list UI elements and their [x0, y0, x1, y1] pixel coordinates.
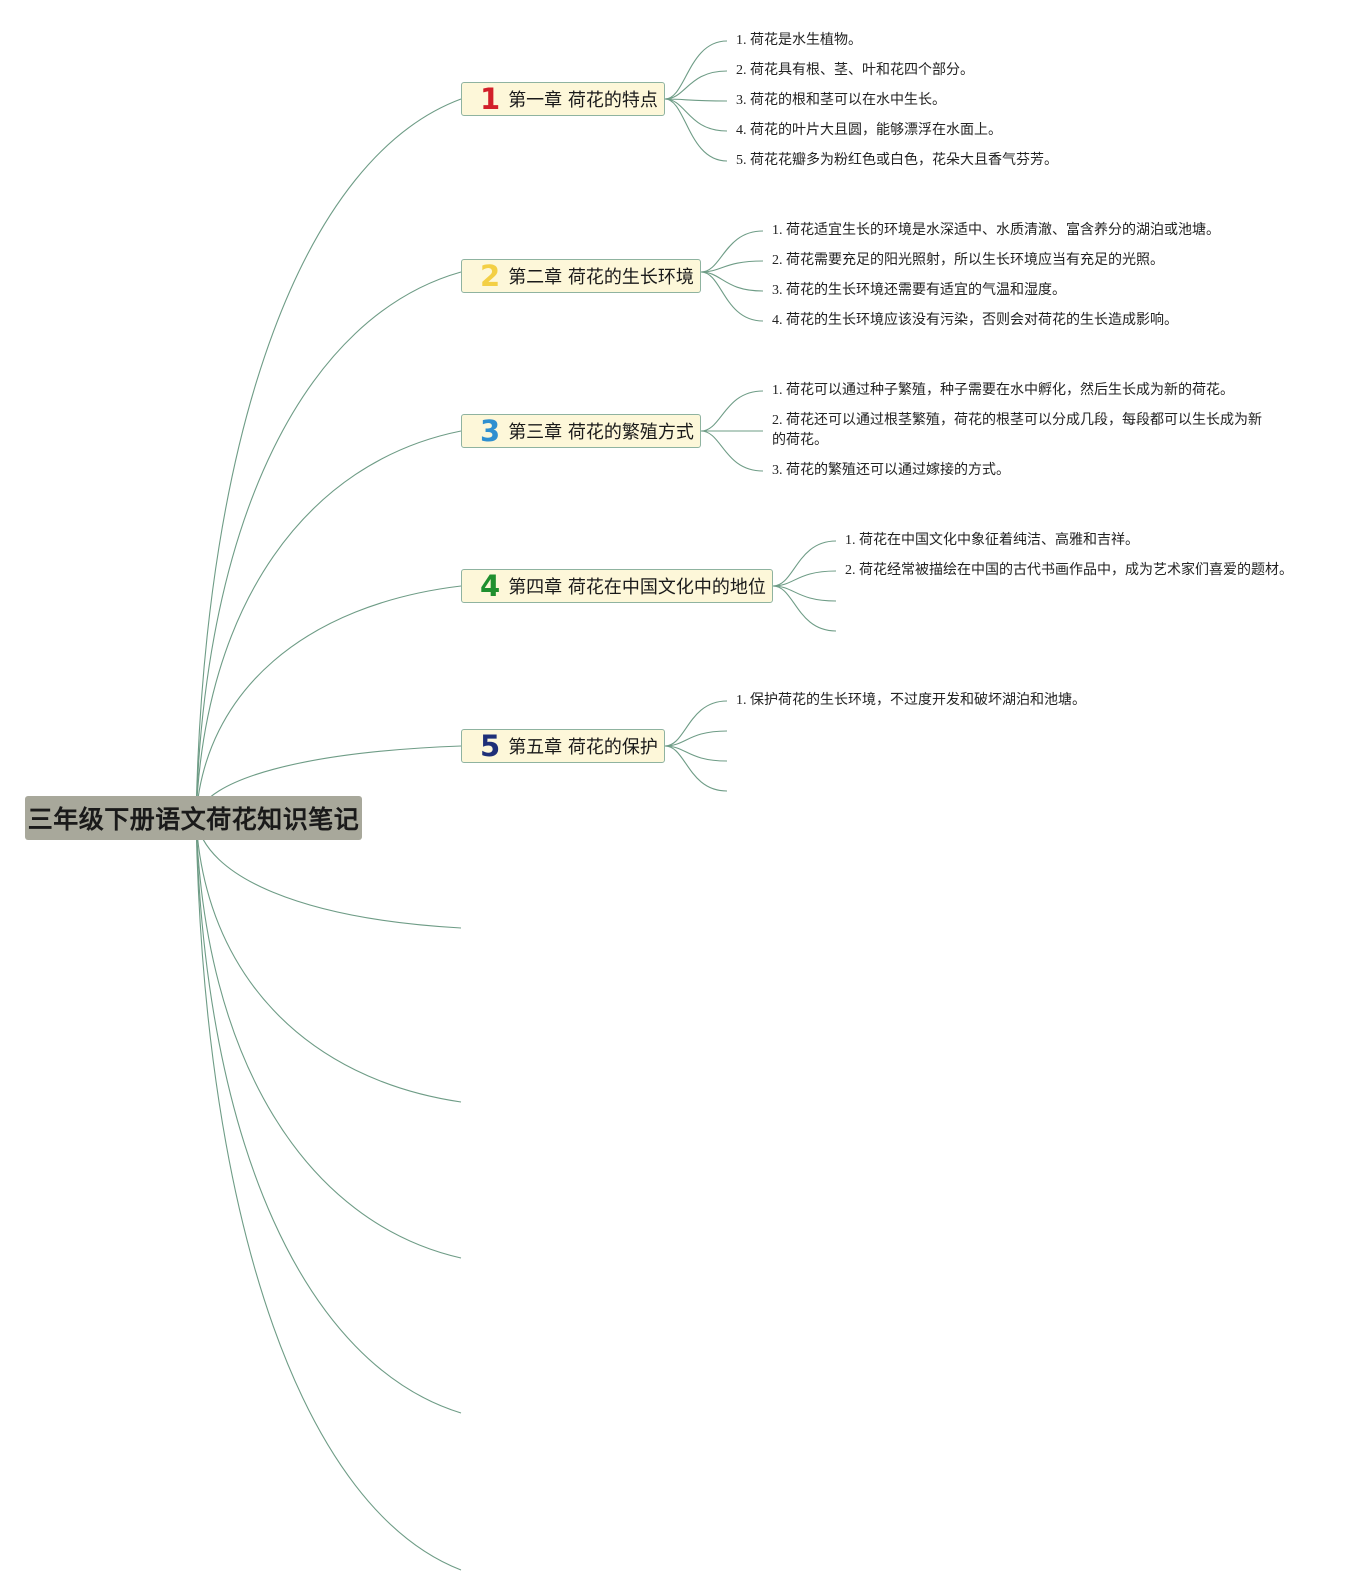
topic-label: 第三章 荷花的繁殖方式: [508, 422, 694, 443]
note-3-2[interactable]: 2. 荷花还可以通过根茎繁殖，荷花的根茎可以分成几段，每段都可以生长成为新的荷花…: [772, 413, 1262, 448]
number-4-icon: 4: [480, 568, 501, 603]
note-2-1[interactable]: 1. 荷花适宜生长的环境是水深适中、水质清澈、富含养分的湖泊或池塘。: [772, 223, 1220, 238]
note-2-4[interactable]: 4. 荷花的生长环境应该没有污染，否则会对荷花的生长造成影响。: [772, 313, 1178, 328]
topic-label: 第四章 荷花在中国文化中的地位: [508, 577, 766, 598]
note-connector-4-1: [772, 540, 837, 587]
note-connector-2-2: [700, 260, 764, 273]
note-1-4[interactable]: 4. 荷花的叶片大且圆，能够漂浮在水面上。: [736, 123, 1002, 138]
note-connector-5-1: [664, 700, 728, 747]
note-4-2[interactable]: 2. 荷花经常被描绘在中国的古代书画作品中，成为艺术家们喜爱的题材。: [845, 563, 1293, 578]
note-3-1[interactable]: 1. 荷花可以通过种子繁殖，种子需要在水中孵化，然后生长成为新的荷花。: [772, 383, 1234, 398]
note-connector-3-1: [700, 390, 764, 432]
topic-chapter-5[interactable]: 5 第五章 荷花的保护: [461, 729, 665, 763]
topic-chapter-3[interactable]: 3 第三章 荷花的繁殖方式: [461, 414, 701, 448]
note-connector-4-2: [772, 570, 837, 587]
branch-line-9: [195, 817, 462, 1414]
note-connector-5-3: [664, 745, 728, 762]
branch-line-4: [195, 585, 462, 819]
branch-line-1: [195, 98, 462, 819]
branch-line-10: [195, 817, 462, 1571]
note-1-5[interactable]: 5. 荷花花瓣多为粉红色或白色，花朵大且香气芬芳。: [736, 153, 1058, 168]
note-1-3[interactable]: 3. 荷花的根和茎可以在水中生长。: [736, 93, 946, 108]
note-connector-1-2: [664, 70, 728, 100]
branch-line-6: [195, 817, 462, 929]
note-5-1[interactable]: 1. 保护荷花的生长环境，不过度开发和破坏湖泊和池塘。: [736, 693, 1086, 708]
branch-line-3: [195, 430, 462, 819]
note-2-3[interactable]: 3. 荷花的生长环境还需要有适宜的气温和湿度。: [772, 283, 1066, 298]
branch-line-7: [195, 817, 462, 1103]
note-connector-1-3: [664, 98, 728, 102]
root-node[interactable]: 三年级下册语文荷花知识笔记: [25, 796, 362, 840]
note-2-2[interactable]: 2. 荷花需要充足的阳光照射，所以生长环境应当有充足的光照。: [772, 253, 1164, 268]
note-connector-5-2: [664, 730, 728, 747]
note-3-3[interactable]: 3. 荷花的繁殖还可以通过嫁接的方式。: [772, 463, 1010, 478]
number-3-icon: 3: [480, 413, 501, 448]
note-1-1[interactable]: 1. 荷花是水生植物。: [736, 33, 862, 48]
note-connector-5-4: [664, 745, 728, 792]
note-connector-1-4: [664, 98, 728, 132]
note-connector-4-4: [772, 585, 837, 632]
branch-line-8: [195, 817, 462, 1259]
note-connector-1-5: [664, 98, 728, 162]
topic-label: 第一章 荷花的特点: [508, 90, 658, 111]
topic-chapter-4[interactable]: 4 第四章 荷花在中国文化中的地位: [461, 569, 773, 603]
note-connector-1-1: [664, 40, 728, 100]
topic-label: 第二章 荷花的生长环境: [508, 267, 694, 288]
note-1-2[interactable]: 2. 荷花具有根、茎、叶和花四个部分。: [736, 63, 974, 78]
number-2-icon: 2: [480, 258, 501, 293]
note-connector-3-3: [700, 430, 764, 472]
number-1-icon: 1: [480, 81, 501, 116]
topic-chapter-2[interactable]: 2 第二章 荷花的生长环境: [461, 259, 701, 293]
root-title: 三年级下册语文荷花知识笔记: [27, 805, 360, 834]
branch-line-2: [195, 271, 462, 819]
topic-chapter-1[interactable]: 1 第一章 荷花的特点: [461, 82, 665, 116]
topic-label: 第五章 荷花的保护: [508, 737, 658, 758]
note-connector-2-1: [700, 230, 764, 273]
note-connector-4-3: [772, 585, 837, 602]
note-4-1[interactable]: 1. 荷花在中国文化中象征着纯洁、高雅和吉祥。: [845, 533, 1139, 548]
number-5-icon: 5: [480, 728, 501, 763]
note-connector-2-4: [700, 271, 764, 322]
note-connector-2-3: [700, 271, 764, 292]
